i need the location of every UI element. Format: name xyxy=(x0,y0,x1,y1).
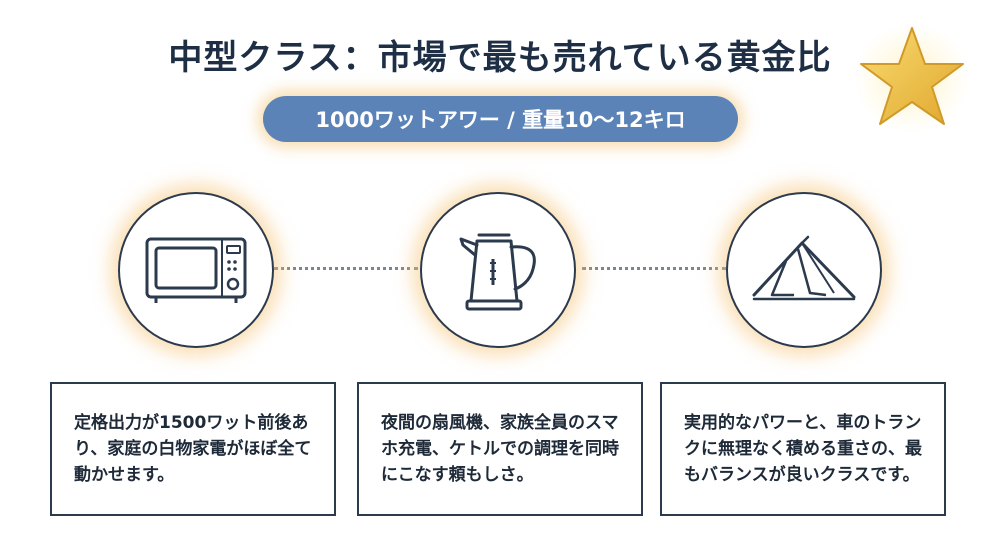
kettle-icon xyxy=(459,233,536,311)
connector-line xyxy=(274,267,418,270)
icon-circle-tent xyxy=(726,192,882,348)
info-card-balance: 実用的なパワーと、車のトランクに無理なく積める重さの、最もバランスが良いクラスで… xyxy=(660,382,946,516)
icon-circle-kettle xyxy=(420,192,576,348)
connector-line xyxy=(582,267,726,270)
spec-badge: 1000ワットアワー / 重量10〜12キロ xyxy=(263,96,738,142)
star-icon xyxy=(854,23,970,133)
icon-circle-microwave xyxy=(118,192,274,348)
microwave-icon xyxy=(145,237,247,303)
page-title: 中型クラス：市場で最も売れている黄金比 xyxy=(168,38,832,78)
tent-icon xyxy=(752,235,856,301)
info-card-power: 定格出力が1500ワット前後あり、家庭の白物家電がほぼ全て動かせます。 xyxy=(50,382,336,516)
info-card-family: 夜間の扇風機、家族全員のスマホ充電、ケトルでの調理を同時にこなす頼もしさ。 xyxy=(357,382,643,516)
